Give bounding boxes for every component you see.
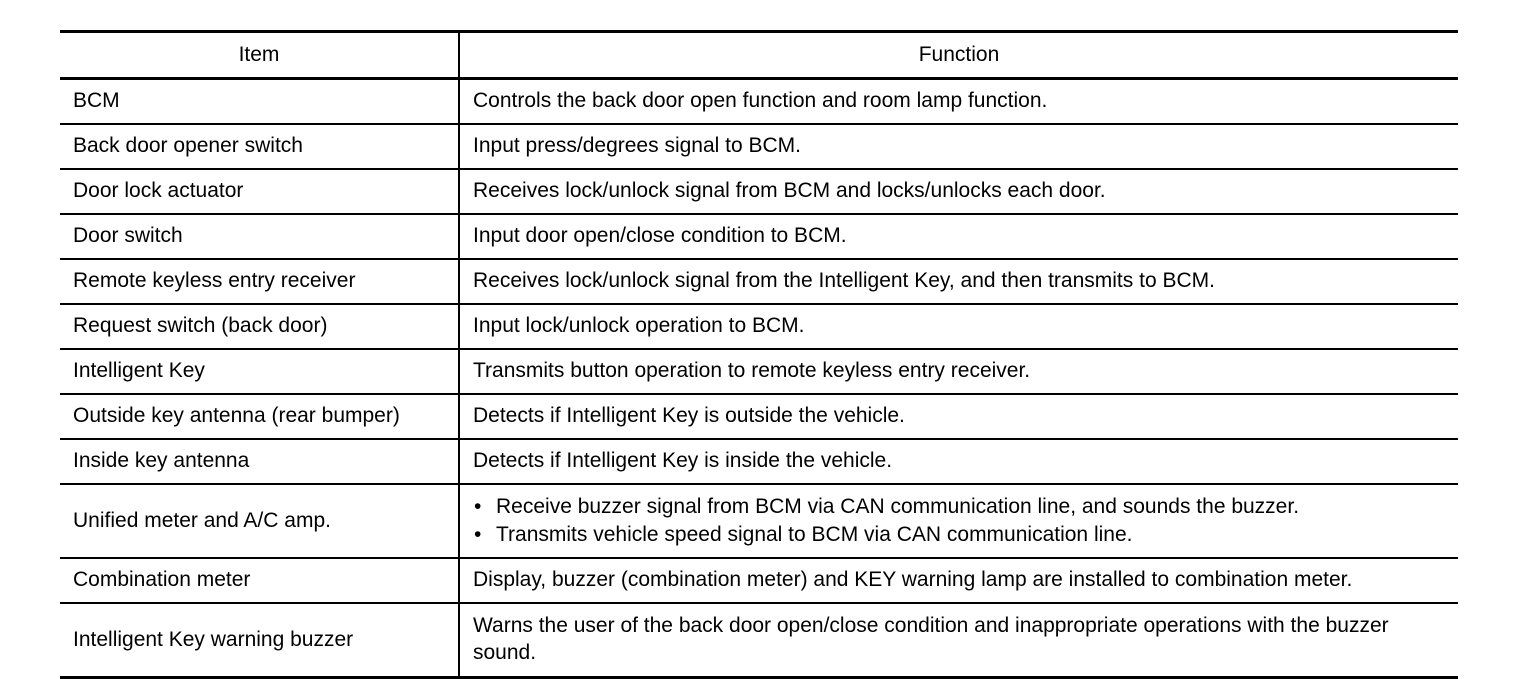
cell-item: Outside key antenna (rear bumper)	[60, 394, 460, 440]
table-row: Outside key antenna (rear bumper) Detect…	[60, 394, 1458, 440]
item-function-table: Item Function BCM Controls the back door…	[60, 30, 1458, 679]
cell-item: Remote keyless entry receiver	[60, 259, 460, 305]
page-root: Item Function BCM Controls the back door…	[60, 30, 1458, 679]
cell-function: Input door open/close condition to BCM.	[459, 214, 1458, 260]
list-item: • Transmits vehicle speed signal to BCM …	[473, 521, 1448, 549]
table-row: Intelligent Key Transmits button operati…	[60, 349, 1458, 395]
list-item-text: Transmits vehicle speed signal to BCM vi…	[496, 523, 1133, 546]
table-row: Door lock actuator Receives lock/unlock …	[60, 169, 1458, 215]
table-row: BCM Controls the back door open function…	[60, 78, 1458, 125]
table-header-row: Item Function	[60, 30, 1458, 80]
cell-item: Door switch	[60, 214, 460, 260]
table-row: Door switch Input door open/close condit…	[60, 214, 1458, 260]
table-body: BCM Controls the back door open function…	[60, 78, 1458, 679]
cell-item: Request switch (back door)	[60, 304, 460, 350]
cell-function: Detects if Intelligent Key is inside the…	[459, 439, 1458, 485]
table-header: Item Function	[60, 30, 1458, 80]
table-row: Combination meter Display, buzzer (combi…	[60, 558, 1458, 604]
column-header-function: Function	[459, 30, 1458, 80]
cell-function: Transmits button operation to remote key…	[459, 349, 1458, 395]
cell-item: Intelligent Key	[60, 349, 460, 395]
table-row: Unified meter and A/C amp. • Receive buz…	[60, 484, 1458, 559]
column-header-item: Item	[60, 30, 460, 80]
bullet-icon: •	[474, 523, 482, 546]
cell-item: Inside key antenna	[60, 439, 460, 485]
cell-function: Controls the back door open function and…	[459, 78, 1458, 125]
cell-function: Warns the user of the back door open/clo…	[459, 603, 1458, 679]
cell-item: Unified meter and A/C amp.	[60, 484, 460, 559]
table-row: Request switch (back door) Input lock/un…	[60, 304, 1458, 350]
cell-function-text: Warns the user of the back door open/clo…	[473, 614, 1389, 664]
cell-item: Intelligent Key warning buzzer	[60, 603, 460, 679]
cell-function: Receives lock/unlock signal from BCM and…	[459, 169, 1458, 215]
table-row: Back door opener switch Input press/degr…	[60, 124, 1458, 170]
list-item: • Receive buzzer signal from BCM via CAN…	[473, 493, 1448, 521]
cell-function: Input lock/unlock operation to BCM.	[459, 304, 1458, 350]
cell-item: Door lock actuator	[60, 169, 460, 215]
cell-function: Detects if Intelligent Key is outside th…	[459, 394, 1458, 440]
table-row: Inside key antenna Detects if Intelligen…	[60, 439, 1458, 485]
cell-function: • Receive buzzer signal from BCM via CAN…	[459, 484, 1458, 559]
table-row: Remote keyless entry receiver Receives l…	[60, 259, 1458, 305]
cell-item: Combination meter	[60, 558, 460, 604]
cell-function: Receives lock/unlock signal from the Int…	[459, 259, 1458, 305]
list-item-text: Receive buzzer signal from BCM via CAN c…	[496, 495, 1300, 519]
bullet-icon: •	[474, 495, 482, 519]
table-row: Intelligent Key warning buzzer Warns the…	[60, 603, 1458, 679]
cell-item: Back door opener switch	[60, 124, 460, 170]
cell-item: BCM	[60, 78, 460, 125]
cell-function: Display, buzzer (combination meter) and …	[459, 558, 1458, 604]
cell-function: Input press/degrees signal to BCM.	[459, 124, 1458, 170]
function-bullet-list: • Receive buzzer signal from BCM via CAN…	[473, 493, 1448, 548]
